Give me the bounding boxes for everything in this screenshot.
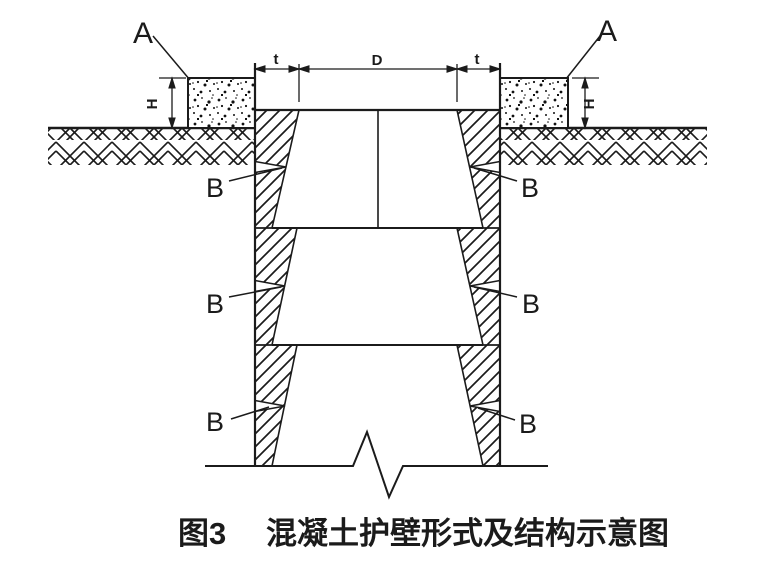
dimension-tdt [253, 64, 502, 102]
leader-a-left [152, 35, 191, 81]
leader-b-right-1 [473, 167, 518, 182]
ground-surface [48, 126, 707, 165]
label-h-left: H [144, 99, 161, 110]
figure-caption: 图3 混凝土护壁形式及结构示意图 [178, 516, 669, 551]
label-t-right: t [475, 51, 480, 68]
label-b-left-3: B [206, 407, 224, 437]
label-a-left: A [133, 17, 153, 50]
caption-number: 图3 [178, 516, 226, 551]
label-b-right-3: B [519, 409, 537, 439]
text-labels: A A B B B B B B H H t D t [133, 15, 617, 439]
ring-joints [254, 160, 501, 413]
label-b-left-1: B [206, 173, 224, 203]
leader-a-right [565, 35, 601, 80]
label-b-right-1: B [521, 173, 539, 203]
collar-blocks [187, 77, 569, 129]
caption-title: 混凝土护壁形式及结构示意图 [266, 516, 669, 551]
shaft-outline [205, 63, 548, 500]
leader-b-left-2 [228, 286, 282, 298]
leader-b-right-3 [477, 407, 516, 421]
soil-hatch-left [48, 129, 255, 165]
soil-hatch-right [500, 129, 707, 165]
label-a-right: A [597, 15, 617, 48]
leader-b-left-1 [228, 167, 283, 182]
label-b-right-2: B [522, 289, 540, 319]
label-d: D [372, 52, 383, 69]
collar-block-left [187, 77, 256, 129]
dimension-h [159, 76, 599, 130]
leader-lines [152, 35, 601, 421]
label-h-right: H [581, 99, 598, 110]
collar-block-right [499, 77, 569, 129]
bottom-break-line [205, 429, 548, 500]
leader-b-left-3 [230, 406, 270, 420]
label-b-left-2: B [206, 289, 224, 319]
label-t-left: t [274, 51, 279, 68]
leader-b-right-2 [473, 286, 518, 298]
